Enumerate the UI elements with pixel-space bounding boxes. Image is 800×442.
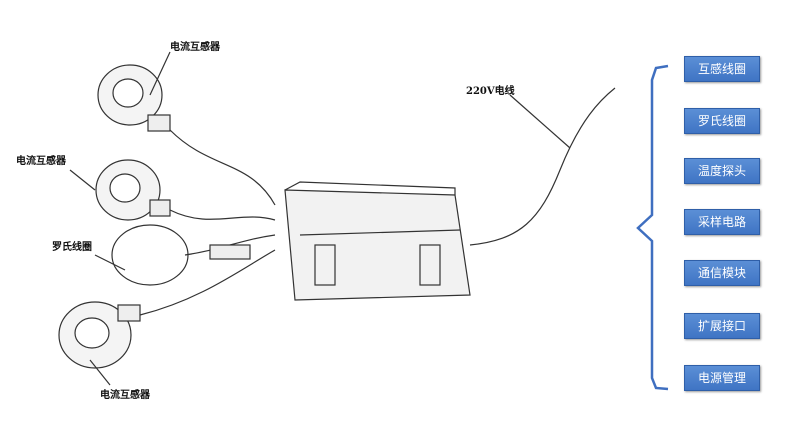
feature-box: 采样电路 (684, 209, 760, 235)
label-ct-middle: 电流互感器 (16, 156, 66, 167)
label-ct-bottom: 电流互感器 (100, 390, 150, 401)
current-transformer-top (97, 64, 171, 132)
rogowski-coil (111, 224, 189, 286)
feature-box: 电源管理 (684, 365, 760, 391)
feature-box: 罗氏线圈 (684, 108, 760, 134)
label-power-wire: 220V电线 (466, 86, 515, 97)
brace (636, 64, 669, 391)
main-unit (284, 181, 471, 301)
feature-box: 通信模块 (684, 260, 760, 286)
power-wire (469, 87, 616, 246)
current-transformer-middle (95, 159, 171, 221)
current-transformer-bottom (58, 301, 141, 369)
feature-box: 扩展接口 (684, 313, 760, 339)
feature-box: 温度探头 (684, 158, 760, 184)
label-rogowski: 罗氏线圈 (52, 242, 92, 253)
feature-box: 互感线圈 (684, 56, 760, 82)
label-ct-top: 电流互感器 (170, 42, 220, 53)
